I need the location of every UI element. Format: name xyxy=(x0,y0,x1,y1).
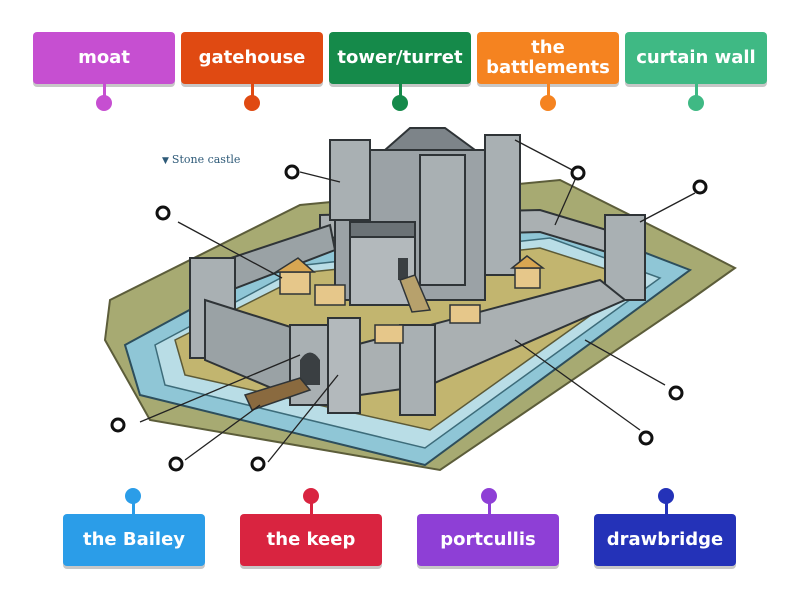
pin-dot xyxy=(303,488,319,504)
pin-dot xyxy=(540,95,556,111)
pin-dot xyxy=(481,488,497,504)
label-portcullis[interactable]: portcullis xyxy=(417,514,559,566)
label-moat[interactable]: moat xyxy=(33,32,175,84)
drop-target-5 xyxy=(668,385,684,401)
right-tower xyxy=(604,214,646,301)
label-text: drawbridge xyxy=(606,529,724,550)
drop-target-1 xyxy=(284,164,300,180)
drop-target-4 xyxy=(692,179,708,195)
label-the-keep[interactable]: the keep xyxy=(240,514,382,566)
pin-stem xyxy=(399,84,402,98)
label-curtain-wall[interactable]: curtain wall xyxy=(625,32,767,84)
caption-marker-icon: ▼ xyxy=(162,156,169,166)
label-text: moat xyxy=(78,47,130,68)
label-text: the Bailey xyxy=(82,529,186,550)
pin-stem xyxy=(665,500,668,516)
label-gatehouse[interactable]: gatehouse xyxy=(181,32,323,84)
label-tower-turret[interactable]: tower/turret xyxy=(329,32,471,84)
diagram-caption: ▼Stone castle xyxy=(162,153,240,166)
pin-stem xyxy=(695,84,698,98)
pin-stem xyxy=(310,500,313,516)
label-drawbridge[interactable]: drawbridge xyxy=(594,514,736,566)
drop-target-7 xyxy=(110,417,126,433)
caption-text: Stone castle xyxy=(171,153,241,166)
pin-dot xyxy=(96,95,112,111)
drop-target-8 xyxy=(168,456,184,472)
pin-dot xyxy=(658,488,674,504)
drop-target-9 xyxy=(250,456,266,472)
pin-dot xyxy=(392,95,408,111)
label-text: curtain wall xyxy=(636,47,756,68)
pin-stem xyxy=(251,84,254,98)
pin-stem xyxy=(488,500,491,516)
gatehouse-tower-right xyxy=(327,317,361,414)
label-the-battlements[interactable]: the battlements xyxy=(477,32,619,84)
drawbridge-deck xyxy=(243,377,312,411)
pin-stem xyxy=(132,500,135,516)
label-text: the keep xyxy=(266,529,356,550)
drop-target-2 xyxy=(155,205,171,221)
drop-target-6 xyxy=(638,430,654,446)
label-the-bailey[interactable]: the Bailey xyxy=(63,514,205,566)
pin-dot xyxy=(244,95,260,111)
label-text: tower/turret xyxy=(337,47,463,68)
pin-dot xyxy=(125,488,141,504)
drop-target-3 xyxy=(570,165,586,181)
label-text: portcullis xyxy=(440,529,536,550)
label-text: gatehouse xyxy=(198,47,306,68)
label-text: the battlements xyxy=(486,37,610,78)
pin-stem xyxy=(103,84,106,98)
pin-dot xyxy=(688,95,704,111)
pin-stem xyxy=(547,84,550,98)
